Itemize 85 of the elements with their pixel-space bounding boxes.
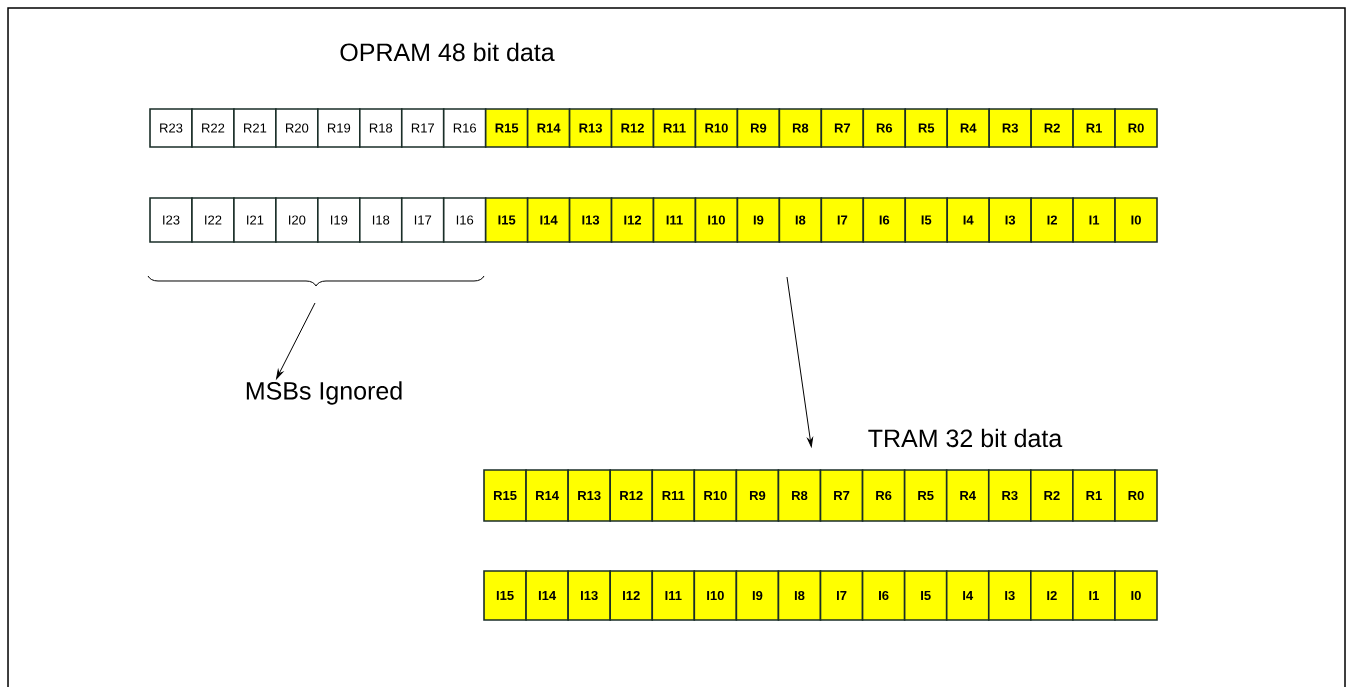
bit-cell: I10 [693,570,738,621]
bit-cell: R11 [651,469,696,522]
bit-cell: R3 [988,108,1032,148]
bit-cell: R10 [693,469,738,522]
bit-cell: I0 [1114,570,1158,621]
text-label: MSBs Ignored [246,381,402,405]
bit-cell: I10 [694,197,739,243]
bit-cell: R1 [1072,469,1116,522]
bit-cell: I22 [191,197,235,243]
bit-cell: R8 [777,469,822,522]
bit-cell: R11 [652,108,697,148]
bit-cell: R9 [735,469,780,522]
bit-cell: I7 [819,570,864,621]
bit-cell: I15 [484,197,529,243]
bit-cell: R7 [820,108,865,148]
bit-cell: R5 [904,108,948,148]
bit-cell: I14 [525,570,569,621]
bit-cell: I11 [651,570,696,621]
bit-cell: I13 [568,197,613,243]
bit-cell: I1 [1072,197,1116,243]
arrow [786,276,813,448]
arrow [276,302,316,380]
bit-cell: R9 [736,108,781,148]
bit-cell: I2 [1030,570,1074,621]
bit-cell: I1 [1072,570,1116,621]
bit-cell: R4 [945,469,990,522]
bit-cell: R13 [567,469,611,522]
bit-cell: R19 [317,108,361,148]
bit-cell: I4 [945,570,990,621]
bit-cell: I2 [1030,197,1074,243]
bit-cell: I7 [820,197,865,243]
bit-cell: R6 [861,469,906,522]
bit-cell: I23 [149,197,193,243]
bit-cell: R1 [1072,108,1116,148]
bit-cell: I5 [903,570,948,621]
bit-cell: I12 [610,197,655,243]
bit-cell: I4 [946,197,990,243]
title: OPRAM 48 bit data [340,42,555,62]
bit-cell: R6 [862,108,907,148]
bit-cell: R2 [1030,108,1074,148]
bit-cell: R2 [1030,469,1074,522]
bit-cell: I18 [359,197,403,243]
bit-cell: R14 [526,108,571,148]
bit-cell: R0 [1114,108,1158,148]
bit-cell: R7 [819,469,864,522]
bit-cell: R17 [400,108,445,148]
bit-cell: R20 [275,108,319,148]
bit-cell: R15 [484,108,529,148]
bit-cell: I11 [652,197,697,243]
bit-cell: R12 [609,469,654,522]
bit-cell: I20 [275,197,319,243]
bit-cell: R13 [568,108,613,148]
bit-cell: I12 [609,570,654,621]
bit-cell: I6 [862,197,907,243]
bit-cell: R22 [191,108,235,148]
bit-cell: R14 [525,469,569,522]
bit-cell: I5 [904,197,948,243]
bit-cell: R4 [946,108,990,148]
bit-cell: R8 [778,108,823,148]
bit-cell: I15 [483,570,527,621]
bit-cell: I13 [567,570,611,621]
bit-cell: R12 [610,108,655,148]
bit-cell: R16 [442,108,487,148]
bit-cell: I8 [777,570,822,621]
bit-cell: I16 [442,197,487,243]
bit-cell: I21 [233,197,277,243]
text-label: TRAM 32 bit data [868,428,1063,448]
bit-cell: R21 [233,108,277,148]
bit-cell: I14 [526,197,571,243]
bit-cell: R3 [987,469,1032,522]
bit-cell: R0 [1114,469,1158,522]
bit-cell: I0 [1114,197,1158,243]
bit-cell: R23 [149,108,193,148]
bit-cell: I17 [400,197,445,243]
bit-cell: I3 [987,570,1032,621]
bit-cell: I9 [736,197,781,243]
bit-cell: I3 [988,197,1032,243]
bit-cell: R10 [694,108,739,148]
bit-cell: I19 [317,197,361,243]
bit-cell: I6 [861,570,906,621]
bit-cell: R18 [359,108,403,148]
bit-cell: I8 [778,197,823,243]
bit-cell: R5 [903,469,948,522]
bit-cell: I9 [735,570,780,621]
bit-cell: R15 [483,469,527,522]
